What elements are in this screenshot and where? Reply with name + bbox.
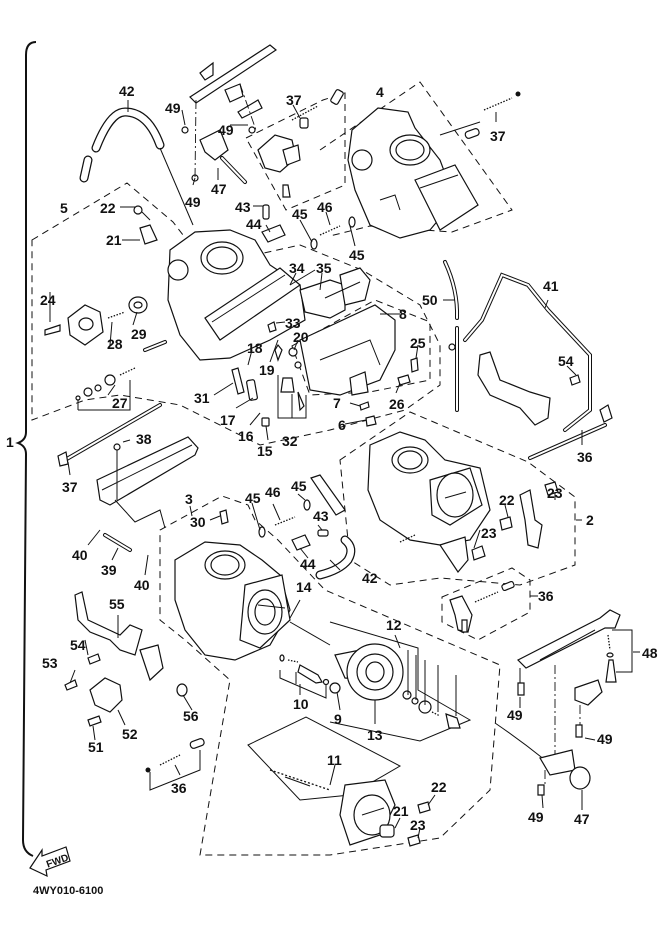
callout-22: 22: [499, 492, 515, 508]
callout-52: 52: [122, 726, 138, 742]
callout-21: 21: [393, 803, 409, 819]
callout-40: 40: [72, 547, 88, 563]
leader-lines: [49, 100, 640, 839]
callout-23: 23: [481, 525, 497, 541]
callout-14: 14: [296, 579, 312, 595]
callout-49: 49: [507, 707, 523, 723]
callout-39: 39: [101, 562, 117, 578]
callout-38: 38: [136, 431, 152, 447]
callout-2: 2: [586, 512, 594, 528]
carburetor-4: [347, 91, 521, 239]
callout-28: 28: [107, 336, 123, 352]
callout-37: 37: [286, 92, 302, 108]
callout-47: 47: [211, 181, 227, 197]
callout-53: 53: [42, 655, 58, 671]
callout-3: 3: [185, 491, 193, 507]
callout-13: 13: [367, 727, 383, 743]
callout-22: 22: [100, 200, 116, 216]
callout-15: 15: [257, 443, 273, 459]
callout-26: 26: [389, 396, 405, 412]
callout-55: 55: [109, 596, 125, 612]
callout-32: 32: [282, 433, 298, 449]
callout-46: 46: [265, 484, 281, 500]
callout-16: 16: [238, 428, 254, 444]
callout-56: 56: [183, 708, 199, 724]
carburetor-2: [258, 431, 559, 633]
plate-38: [96, 436, 199, 529]
callout-48: 48: [642, 645, 658, 661]
fuel-pipes: [57, 260, 613, 467]
callout-12: 12: [386, 617, 402, 633]
callout-40: 40: [134, 577, 150, 593]
callout-44: 44: [300, 556, 316, 572]
callout-36: 36: [577, 449, 593, 465]
callout-51: 51: [88, 739, 104, 755]
callout-49: 49: [218, 122, 234, 138]
callout-49: 49: [185, 194, 201, 210]
callout-18: 18: [247, 340, 263, 356]
callout-21: 21: [106, 232, 122, 248]
callout-45: 45: [349, 247, 365, 263]
callout-5: 5: [60, 200, 68, 216]
callout-34: 34: [289, 260, 305, 276]
callout-54: 54: [558, 353, 574, 369]
callout-35: 35: [316, 260, 332, 276]
callout-47: 47: [574, 811, 590, 827]
callout-54: 54: [70, 637, 86, 653]
callout-45: 45: [291, 478, 307, 494]
callout-36: 36: [171, 780, 187, 796]
callout-41: 41: [543, 278, 559, 294]
callout-50: 50: [422, 292, 438, 308]
callout-19: 19: [259, 362, 275, 378]
callout-9: 9: [334, 711, 342, 727]
callout-27: 27: [112, 395, 128, 411]
hose-42-top: [79, 107, 194, 226]
callout-20: 20: [293, 329, 309, 345]
callout-45: 45: [245, 490, 261, 506]
callout-42: 42: [362, 570, 378, 586]
carburetor-3: [64, 509, 461, 847]
callout-23: 23: [410, 817, 426, 833]
callout-49: 49: [165, 100, 181, 116]
group-bracket-label: 1: [6, 434, 14, 450]
callout-43: 43: [235, 199, 251, 215]
callout-labels: 42 49 49 49 47 37 4 37 5 22 21 43 44 45 …: [6, 83, 658, 897]
callout-44: 44: [246, 216, 262, 232]
callout-49: 49: [528, 809, 544, 825]
linkage-37-parts: [257, 89, 344, 198]
fwd-arrow-icon: FWD: [29, 846, 71, 878]
callout-49: 49: [597, 731, 613, 747]
top-linkage: [181, 44, 278, 184]
lever-48-assembly: [494, 609, 633, 796]
callout-23: 23: [547, 485, 563, 501]
callout-30: 30: [190, 514, 206, 530]
callout-36: 36: [538, 588, 554, 604]
callout-29: 29: [131, 326, 147, 342]
callout-8: 8: [399, 306, 407, 322]
callout-37: 37: [62, 479, 78, 495]
callout-46: 46: [317, 199, 333, 215]
callout-33: 33: [285, 315, 301, 331]
callout-45: 45: [292, 206, 308, 222]
callout-31: 31: [194, 390, 210, 406]
callout-7: 7: [333, 395, 341, 411]
callout-10: 10: [293, 696, 309, 712]
callout-24: 24: [40, 292, 56, 308]
callout-43: 43: [313, 508, 329, 524]
callout-11: 11: [327, 752, 342, 768]
callout-25: 25: [410, 335, 426, 351]
callout-4: 4: [376, 84, 384, 100]
callout-6: 6: [338, 417, 346, 433]
carburetor-5: [44, 204, 419, 427]
callout-42: 42: [119, 83, 135, 99]
callout-37: 37: [490, 128, 506, 144]
drawing-code: 4WY010-6100: [33, 885, 103, 897]
subassembly-outlines: [31, 81, 576, 856]
callout-17: 17: [220, 412, 236, 428]
assembly-bracket: [15, 41, 37, 857]
callout-22: 22: [431, 779, 447, 795]
